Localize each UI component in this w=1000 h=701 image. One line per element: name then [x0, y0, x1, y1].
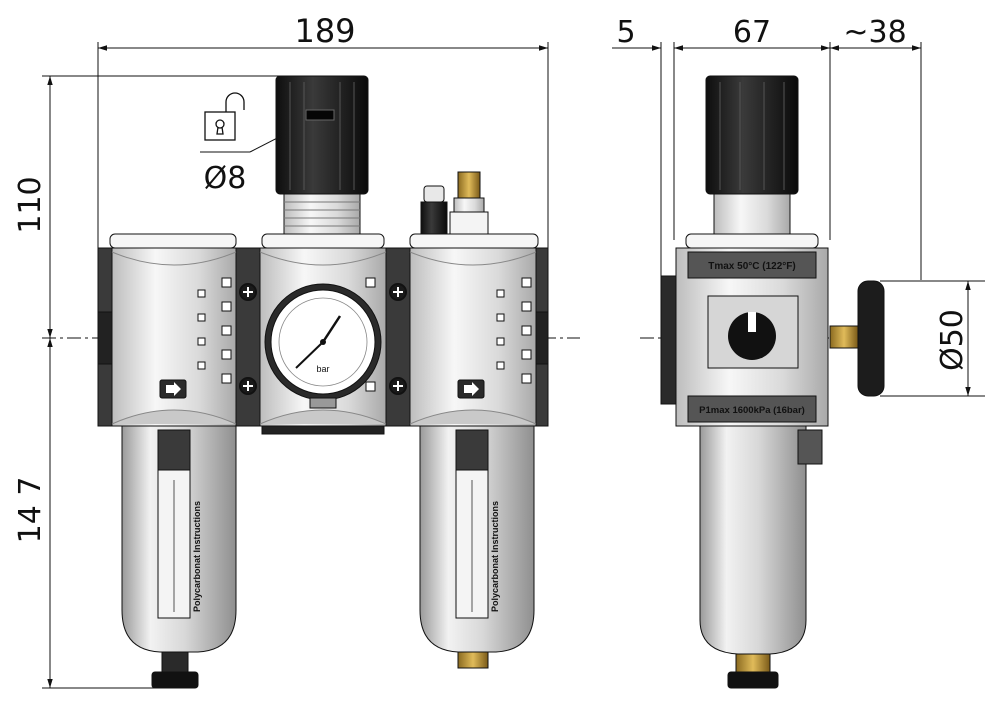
padlock-open-icon — [204, 92, 245, 141]
flow-arrow-icon — [457, 379, 485, 399]
flow-arrow-icon — [159, 379, 187, 399]
tmax-label: Tmax 50°C (122°F) — [708, 261, 795, 272]
vent-squares — [197, 277, 532, 392]
dim-67: 67 — [733, 15, 771, 50]
regulator-knob — [275, 75, 369, 237]
gauge-unit: bar — [316, 364, 329, 374]
front-view: bar Polycarbonat Instructions Polycarbon… — [97, 75, 549, 689]
filter-bowl-left: Polycarbonat Instructions — [121, 425, 237, 689]
dim-diameter-8: Ø8 — [204, 161, 247, 196]
dim-110: 110 — [13, 176, 48, 233]
dim-147: 14 7 — [13, 477, 48, 544]
cross-screw-icon — [239, 283, 407, 395]
dim-189: 189 — [294, 12, 355, 50]
oiler-fittings — [420, 171, 489, 243]
bowl-label-right: Polycarbonat Instructions — [490, 501, 500, 612]
pressure-gauge: bar — [264, 283, 382, 409]
p1max-label: P1max 1600kPa (16bar) — [699, 405, 805, 416]
dimension-lines — [42, 42, 985, 689]
bowl-label-left: Polycarbonat Instructions — [192, 501, 202, 612]
dim-38: ~38 — [843, 15, 906, 50]
dim-diameter-50: Ø50 — [935, 309, 970, 371]
filter-bowl-right: Polycarbonat Instructions — [419, 425, 535, 669]
dim-5: 5 — [616, 15, 635, 50]
side-view: Tmax 50°C (122°F) P1max 1600kPa (16bar) — [660, 75, 885, 689]
